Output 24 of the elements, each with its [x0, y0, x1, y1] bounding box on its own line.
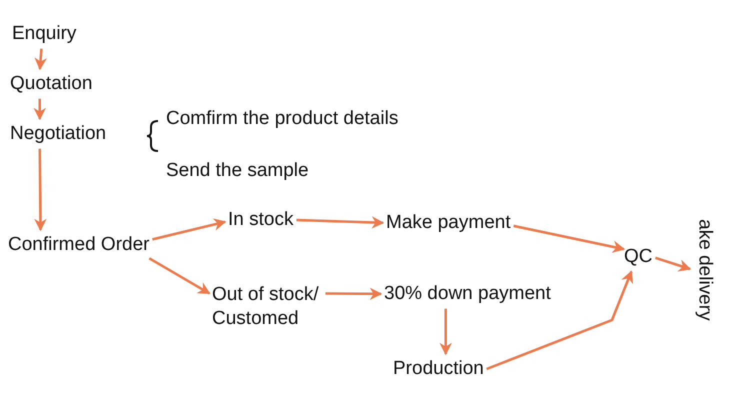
step-label: Confirmed Order — [8, 233, 150, 257]
step-label: 30% down payment — [384, 282, 551, 306]
step-label: Out of stock/ Customed — [212, 283, 350, 330]
arrow — [655, 256, 692, 272]
step-label: Make payment — [386, 211, 511, 235]
arrow — [296, 216, 384, 229]
arrow — [325, 288, 382, 300]
step-label: Send the sample — [166, 159, 309, 183]
arrow — [148, 257, 210, 294]
arrow — [152, 218, 226, 241]
step-label: Comfirm the product details — [166, 107, 398, 131]
step-label: ake delivery — [692, 219, 717, 321]
arrow — [486, 270, 634, 370]
step-label: QC — [624, 245, 652, 269]
step-label: Production — [393, 357, 484, 381]
arrow — [34, 48, 47, 70]
step-label: Enquiry — [12, 22, 76, 46]
step-label: Negotiation — [10, 122, 106, 146]
arrow — [34, 148, 47, 232]
arrow — [513, 224, 626, 253]
arrow — [34, 98, 46, 120]
step-label: In stock — [228, 208, 294, 232]
arrow — [439, 308, 452, 356]
step-label: Quotation — [10, 72, 92, 96]
